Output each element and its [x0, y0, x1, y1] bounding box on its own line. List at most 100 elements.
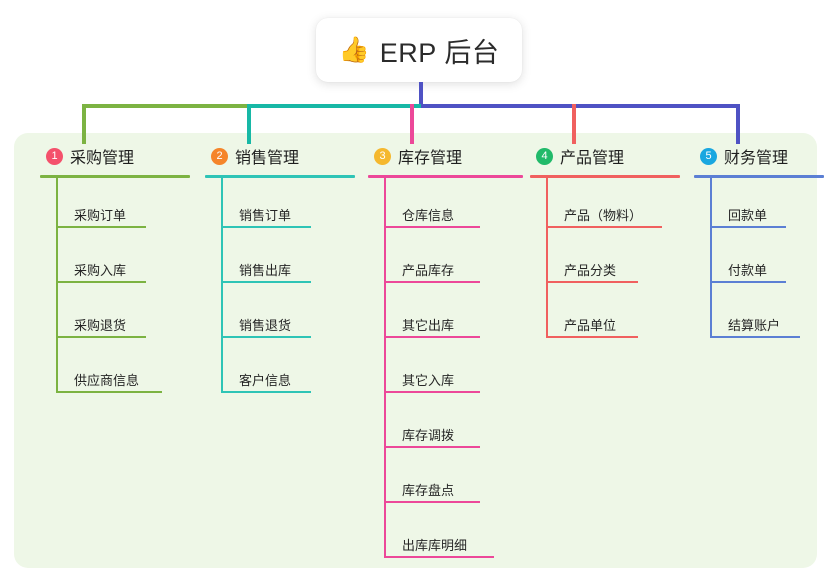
branch-item-label: 采购入库 [74, 263, 127, 278]
branch-spine [384, 178, 386, 558]
branch-item[interactable]: 采购订单 [40, 178, 190, 233]
root-stem-connector [419, 82, 423, 106]
branch-column-2[interactable]: 2 销售管理销售订单销售出库销售退货客户信息 [205, 143, 355, 398]
branch-item-label: 采购退货 [74, 318, 127, 333]
branch-item-label: 回款单 [728, 208, 768, 223]
branch-item[interactable]: 销售订单 [205, 178, 355, 233]
branch-drop-3 [410, 104, 414, 144]
branch-item-label: 结算账户 [728, 318, 781, 333]
branch-item-label: 供应商信息 [74, 373, 140, 388]
branch-item[interactable]: 供应商信息 [40, 343, 190, 398]
branch-title: 财务管理 [724, 150, 789, 167]
branch-item[interactable]: 出库库明细 [368, 508, 523, 563]
branch-item-label: 销售订单 [239, 208, 292, 223]
branch-title: 采购管理 [70, 150, 135, 167]
branch-item[interactable]: 产品（物料） [530, 178, 680, 233]
branch-number-badge: 5 [700, 147, 717, 165]
bus-segment-4 [572, 104, 740, 108]
branch-spine [56, 178, 58, 393]
branch-item-label: 出库库明细 [402, 538, 468, 553]
branch-column-4[interactable]: 4 产品管理产品（物料） 产品分类产品单位 [530, 143, 680, 343]
branch-item[interactable]: 产品分类 [530, 233, 680, 288]
branch-item-label: 销售出库 [239, 263, 292, 278]
branch-item[interactable]: 采购入库 [40, 233, 190, 288]
bus-segment-2 [247, 104, 425, 108]
branch-drop-4 [572, 104, 576, 144]
branch-item[interactable]: 产品库存 [368, 233, 523, 288]
branch-item-label: 客户信息 [239, 373, 292, 388]
branch-item[interactable]: 仓库信息 [368, 178, 523, 233]
branch-item-rule [221, 391, 311, 393]
branch-item[interactable]: 产品单位 [530, 288, 680, 343]
branch-item-label: 库存调拨 [402, 428, 455, 443]
branch-item[interactable]: 付款单 [694, 233, 824, 288]
branch-column-3[interactable]: 3 库存管理仓库信息产品库存其它出库其它入库库存调拨库存盘点出库库明细 [368, 143, 523, 563]
branch-header-5[interactable]: 5 财务管理 [694, 143, 824, 169]
branch-item-label: 销售退货 [239, 318, 292, 333]
branch-item-label: 产品库存 [402, 263, 455, 278]
branch-item-rule [221, 336, 311, 338]
thumbs-up-icon: 👍 [338, 35, 370, 64]
branch-item-rule [546, 336, 638, 338]
branch-item[interactable]: 其它出库 [368, 288, 523, 343]
branch-spine [710, 178, 712, 338]
bus-segment-3 [421, 104, 576, 108]
branch-item-rule [221, 281, 311, 283]
branch-item-label: 采购订单 [74, 208, 127, 223]
branch-column-5[interactable]: 5 财务管理回款单付款单结算账户 [694, 143, 824, 343]
branch-item-label: 产品单位 [564, 318, 617, 333]
branch-item-rule [384, 281, 480, 283]
branch-drop-1 [82, 104, 86, 144]
branch-items: 销售订单销售出库销售退货客户信息 [205, 178, 355, 398]
branch-item[interactable]: 回款单 [694, 178, 824, 233]
branch-title: 库存管理 [398, 150, 463, 167]
branch-item-rule [384, 336, 480, 338]
branch-item-label: 产品分类 [564, 263, 617, 278]
branch-item-label: 其它入库 [402, 373, 455, 388]
branch-item-label: 产品（物料） [564, 208, 643, 223]
branch-item-rule [710, 226, 786, 228]
branch-header-rule [530, 175, 680, 178]
branch-item[interactable]: 库存盘点 [368, 453, 523, 508]
branch-title: 产品管理 [560, 150, 625, 167]
branch-item[interactable]: 销售退货 [205, 288, 355, 343]
branch-number-badge: 2 [211, 147, 228, 165]
branch-item-rule [221, 226, 311, 228]
branch-number-badge: 4 [536, 147, 553, 165]
branch-item-rule [384, 501, 480, 503]
branch-drop-5 [736, 104, 740, 144]
branch-spine [221, 178, 223, 393]
branch-item-rule [384, 226, 480, 228]
branch-item[interactable]: 结算账户 [694, 288, 824, 343]
branch-items: 产品（物料） 产品分类产品单位 [530, 178, 680, 343]
branch-header-rule [40, 175, 190, 178]
branch-item[interactable]: 销售出库 [205, 233, 355, 288]
branch-header-4[interactable]: 4 产品管理 [530, 143, 680, 169]
branch-header-2[interactable]: 2 销售管理 [205, 143, 355, 169]
branch-title: 销售管理 [235, 150, 300, 167]
branch-item[interactable]: 客户信息 [205, 343, 355, 398]
branch-item-rule [384, 446, 480, 448]
branch-item[interactable]: 其它入库 [368, 343, 523, 398]
branch-item-rule [384, 556, 494, 558]
branch-item-rule [710, 281, 786, 283]
bus-segment-1 [82, 104, 251, 108]
branch-number-badge: 3 [374, 147, 391, 165]
branch-item-label: 库存盘点 [402, 483, 455, 498]
root-title: ERP 后台 [379, 37, 500, 68]
branch-header-rule [368, 175, 523, 178]
branch-item[interactable]: 库存调拨 [368, 398, 523, 453]
branch-item[interactable]: 采购退货 [40, 288, 190, 343]
root-node[interactable]: 👍 ERP 后台 [316, 18, 522, 82]
branch-item-rule [56, 391, 162, 393]
branch-item-label: 付款单 [728, 263, 768, 278]
branch-items: 采购订单采购入库采购退货供应商信息 [40, 178, 190, 398]
branch-item-rule [56, 281, 146, 283]
branch-item-label: 其它出库 [402, 318, 455, 333]
branch-header-3[interactable]: 3 库存管理 [368, 143, 523, 169]
branch-item-rule [384, 391, 480, 393]
branch-spine [546, 178, 548, 338]
